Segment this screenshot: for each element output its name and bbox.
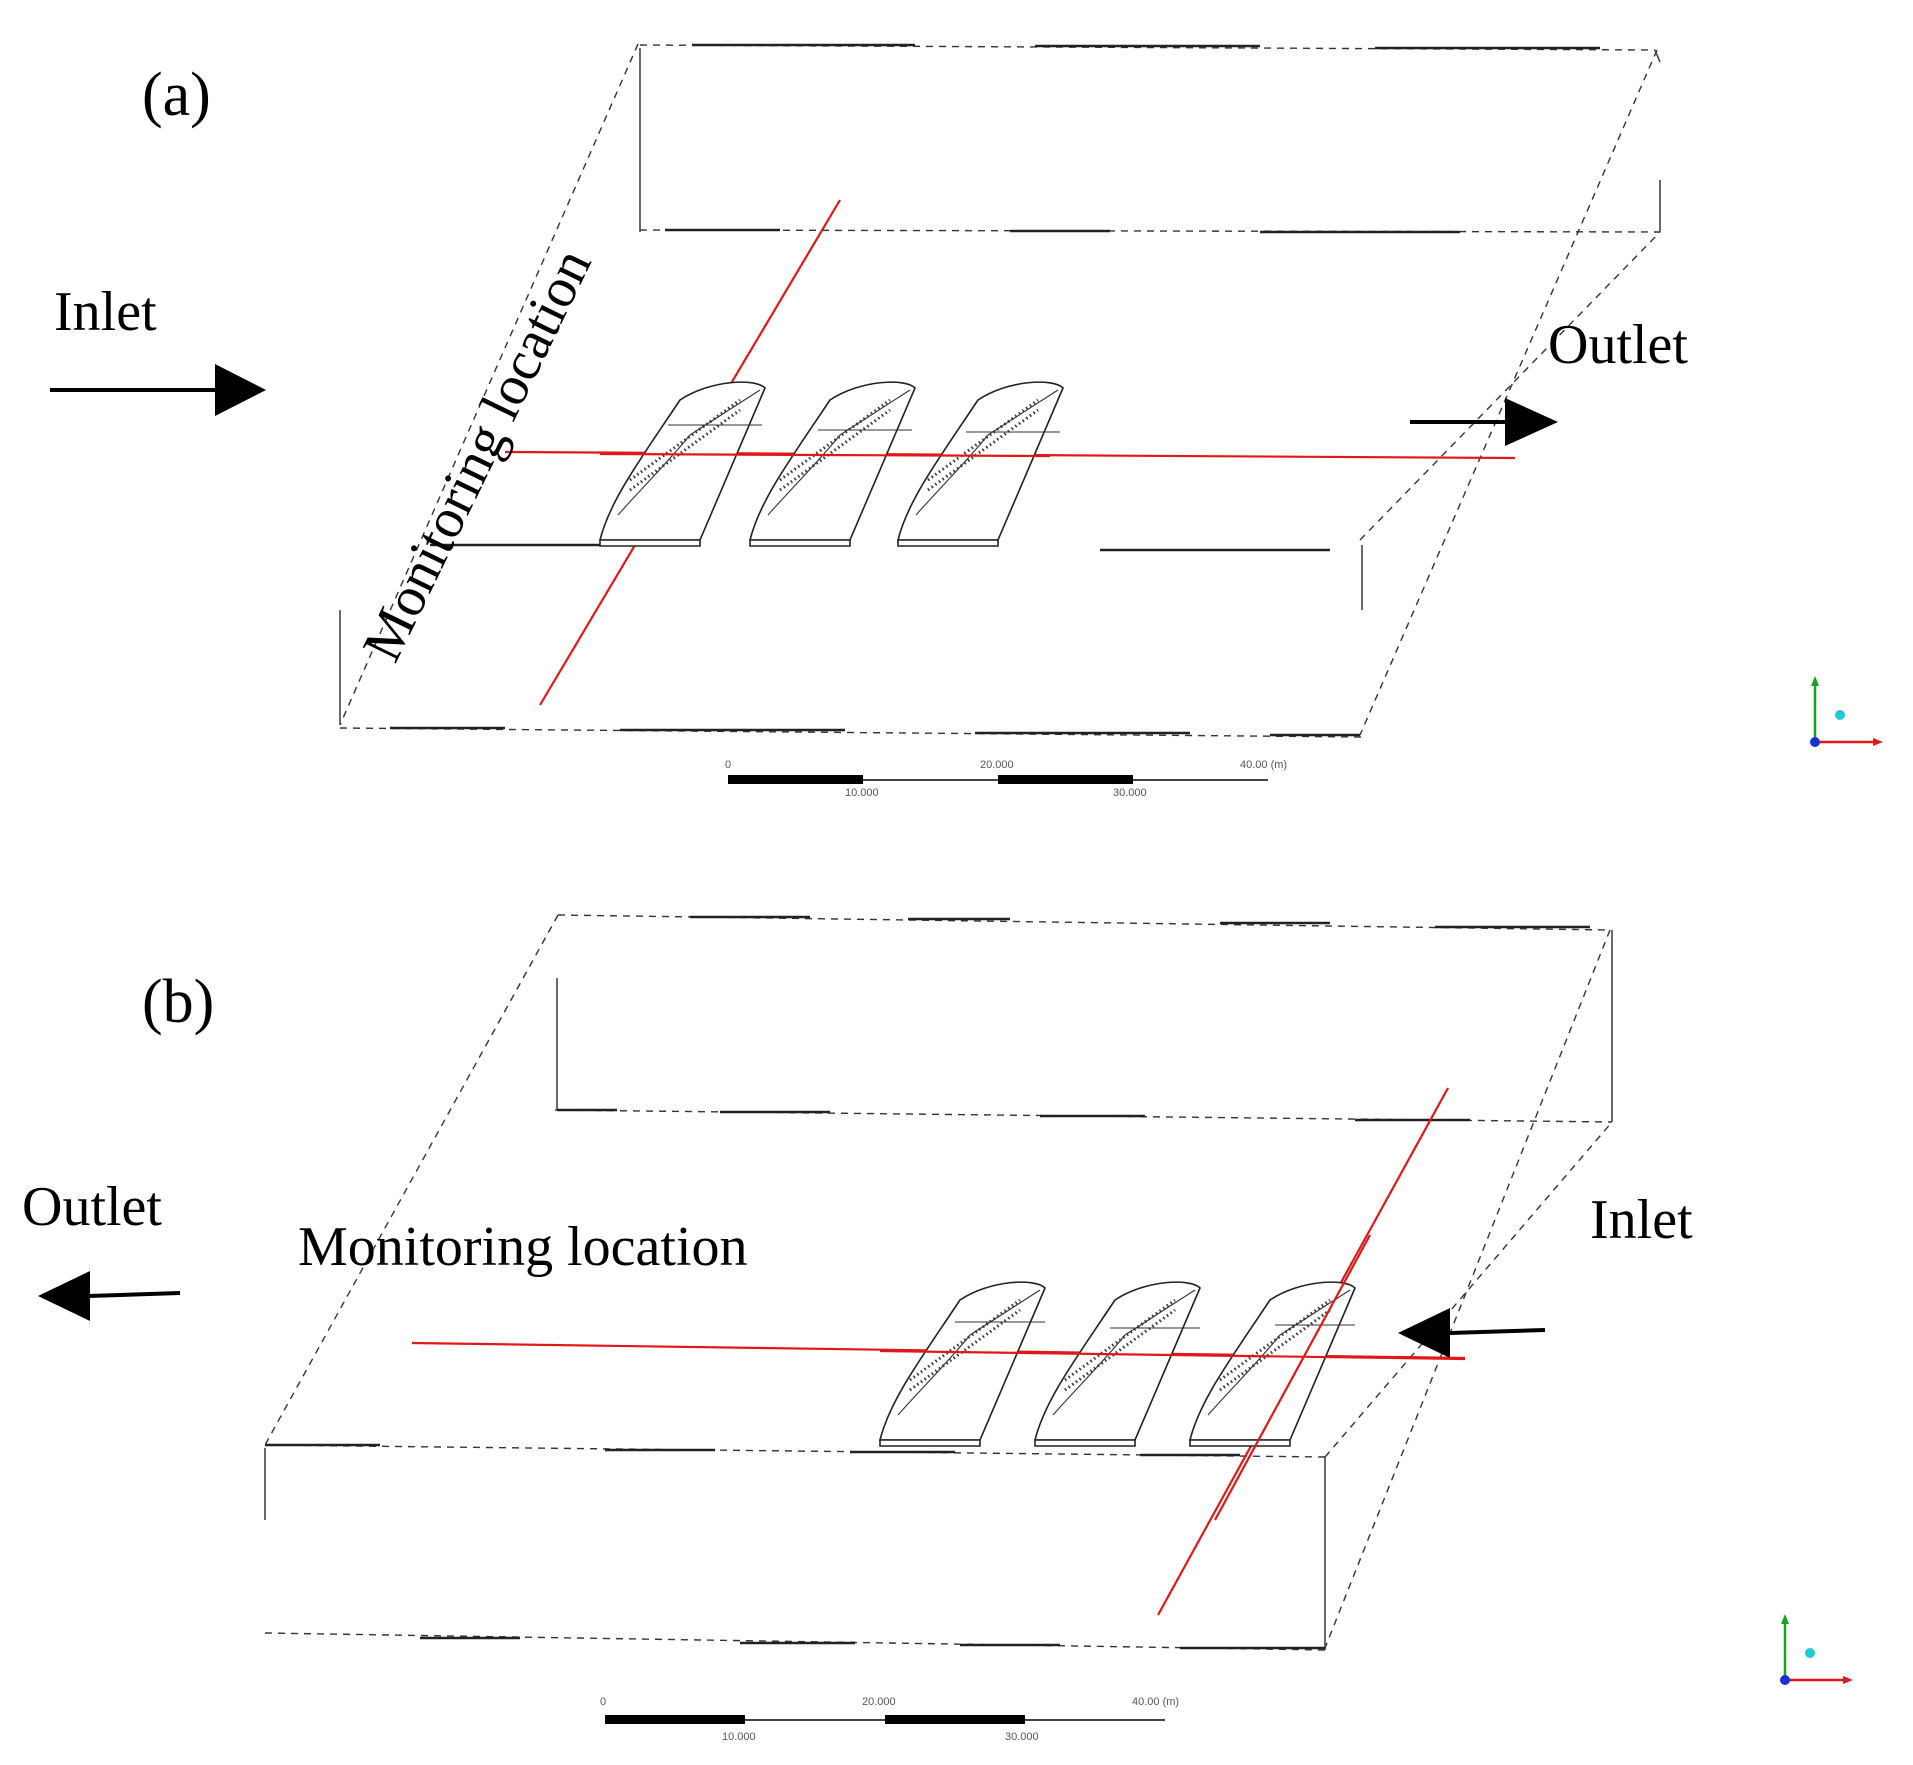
- scale-label: 0: [725, 759, 731, 771]
- domain-box: [339, 43, 1661, 738]
- scale-label: 40.00 (m): [1240, 759, 1287, 771]
- scale-label: 40.00 (m): [1132, 1696, 1179, 1708]
- scale-label: 20.000: [862, 1696, 896, 1708]
- scale-label: 10.000: [845, 787, 879, 799]
- scale-label: 30.000: [1113, 787, 1147, 799]
- inlet-label: Inlet: [1590, 1189, 1693, 1251]
- train-1: [878, 1281, 1046, 1447]
- train-group: [598, 381, 1064, 547]
- train-1: [598, 381, 766, 547]
- monitoring-location-label: Monitoring location: [298, 1216, 748, 1278]
- domain-box: [264, 914, 1613, 1651]
- train-3: [1188, 1281, 1356, 1447]
- scale-label: 0: [600, 1696, 606, 1708]
- axis-triad: [1810, 676, 1883, 747]
- train-group: [878, 1281, 1356, 1447]
- axis-triad: [1780, 1614, 1853, 1685]
- train-2: [1033, 1281, 1201, 1447]
- scale-label: 10.000: [722, 1731, 756, 1743]
- inlet-label: Inlet: [54, 281, 157, 343]
- monitoring-location-label: Monitoring location: [351, 239, 604, 670]
- outlet-arrow: [1410, 398, 1558, 446]
- scale-label: 30.000: [1005, 1731, 1039, 1743]
- panel-b: (b) Outlet Monitoring location Inlet 0 2…: [22, 914, 1853, 1743]
- panel-label: (b): [142, 968, 214, 1036]
- scale-bar: 0 20.000 40.00 (m) 10.000 30.000: [725, 759, 1287, 799]
- panel-label: (a): [142, 61, 211, 129]
- outlet-label: Outlet: [1548, 314, 1688, 376]
- inlet-arrow: [50, 364, 266, 416]
- panel-a: (a) Inlet Outlet Monitoring location 0 2…: [50, 43, 1883, 799]
- train-3: [896, 381, 1064, 547]
- scale-bar: 0 20.000 40.00 (m) 10.000 30.000: [600, 1696, 1179, 1743]
- train-2: [748, 381, 916, 547]
- outlet-arrow: [38, 1271, 181, 1321]
- outlet-label: Outlet: [22, 1176, 162, 1238]
- scale-label: 20.000: [980, 759, 1014, 771]
- inlet-arrow: [1398, 1308, 1546, 1358]
